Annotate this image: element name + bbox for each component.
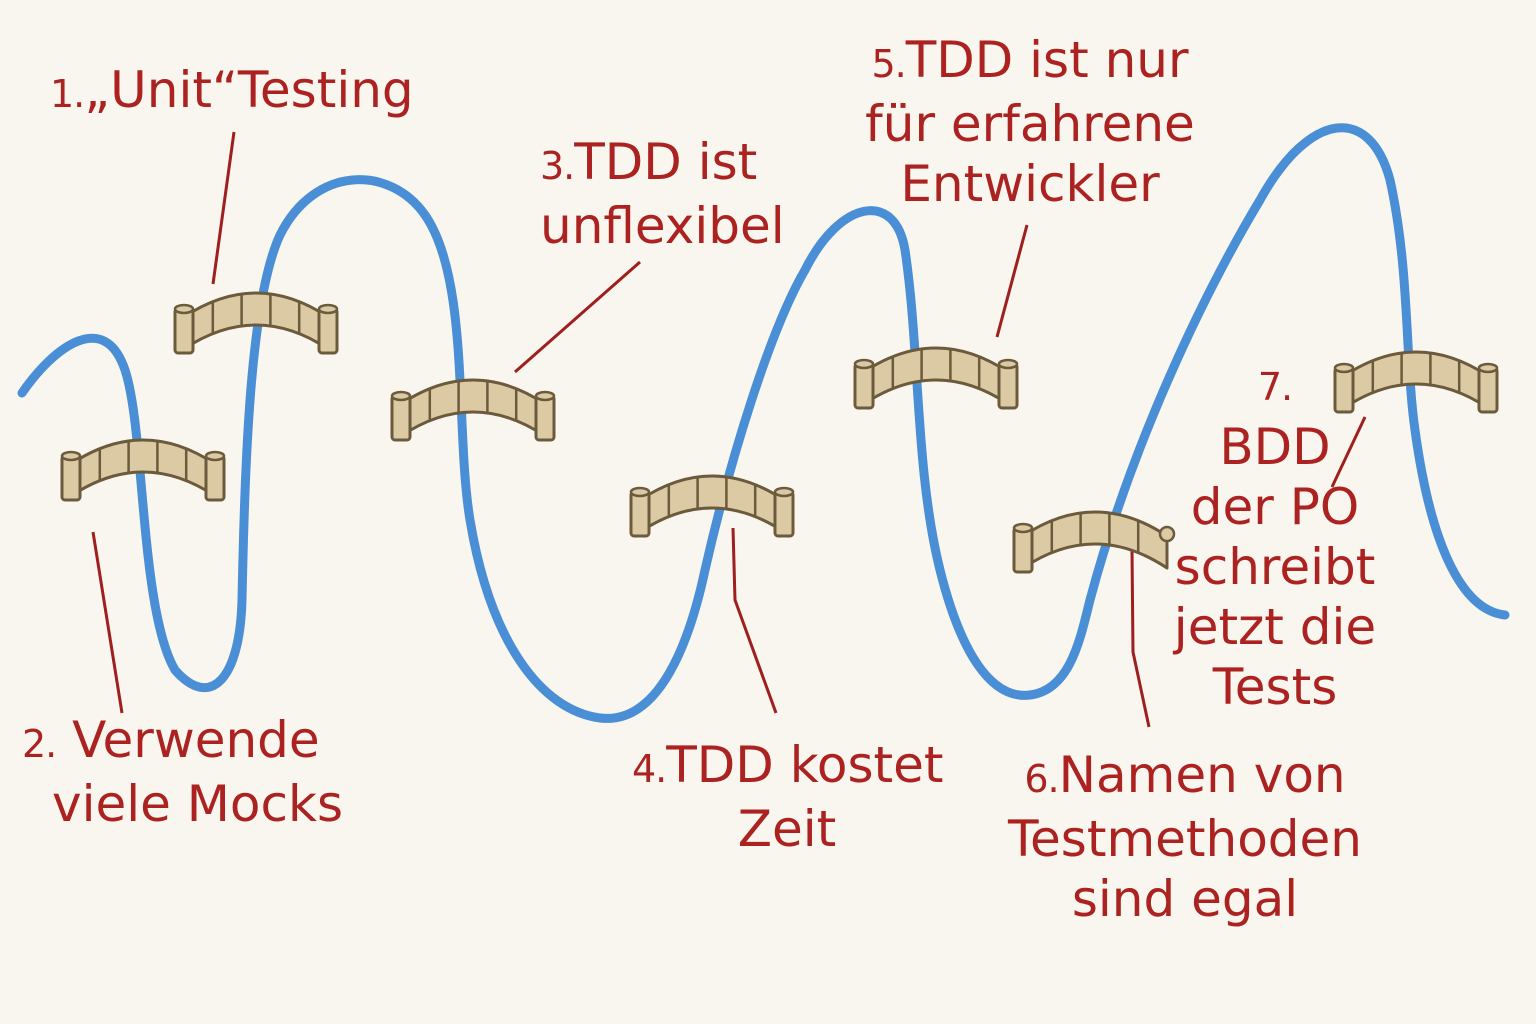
bridge-deck	[862, 346, 1010, 406]
label-6-line-3: sind egal	[1071, 870, 1299, 928]
bridge-1	[173, 291, 339, 355]
label-2-number: 2.	[22, 722, 57, 766]
label-3: 3.TDD ist unflexibel	[540, 132, 785, 256]
bridge-post-cap	[997, 358, 1019, 370]
bridge-post-cap	[60, 450, 82, 462]
label-7-line-3: schreibt	[1174, 538, 1376, 596]
label-7-line-4: jetzt die	[1173, 598, 1377, 656]
label-3-line-1: TDD ist	[574, 133, 758, 191]
bridge-4	[629, 474, 795, 538]
label-4-number: 4.	[632, 747, 667, 791]
label-4-line-2: Zeit	[737, 800, 837, 858]
bridge-2	[60, 438, 226, 502]
leader-line-4	[731, 527, 778, 714]
label-5-line-2: für erfahrene	[865, 95, 1195, 153]
bridge-post-cap	[853, 358, 875, 370]
bridge-post	[534, 394, 556, 442]
bridge-post	[204, 454, 226, 502]
bridge-post-cap	[1333, 362, 1355, 374]
leader-line-5	[995, 224, 1029, 338]
bridge-post	[60, 454, 82, 502]
label-6-line-2: Testmethoden	[1007, 810, 1362, 868]
bridge-post	[853, 362, 875, 410]
leader-line-3	[514, 260, 641, 374]
bridge-post-cap	[204, 450, 226, 462]
label-7-number: 7.	[1257, 365, 1293, 409]
bridge-deck	[399, 378, 547, 438]
label-5-number: 5.	[871, 42, 906, 86]
label-1-number: 1.	[50, 72, 85, 116]
river-curve	[17, 123, 1510, 723]
label-4-line-1: TDD kostet	[666, 736, 944, 794]
label-5-line-3: Entwickler	[900, 155, 1160, 213]
bridge-post-cap	[317, 303, 339, 315]
bridge-post	[1012, 526, 1034, 574]
bridge-post	[773, 490, 795, 538]
bridge-post	[317, 307, 339, 355]
bridge-6	[1012, 510, 1176, 574]
label-7-line-5: Tests	[1212, 658, 1338, 716]
label-2: 2. Verwende viele Mocks	[22, 710, 343, 834]
leader-lines	[91, 131, 1367, 728]
label-5-line-1: TDD ist nur	[905, 31, 1189, 89]
bridge-post	[997, 362, 1019, 410]
bridge-post	[1477, 366, 1499, 414]
label-6: 6.Namen von Testmethoden sind egal	[1000, 745, 1370, 929]
label-2-line-2: viele Mocks	[52, 775, 344, 833]
bridge-post-cap	[1012, 522, 1034, 534]
leader-line-2	[91, 531, 124, 714]
label-3-number: 3.	[540, 144, 575, 188]
label-3-line-2: unflexibel	[540, 197, 785, 255]
bridge-post-cap	[173, 303, 195, 315]
bridge-post	[629, 490, 651, 538]
bridges	[60, 291, 1499, 574]
bridge-post-cap	[1477, 362, 1499, 374]
bridge-3	[390, 378, 556, 442]
label-6-line-1: Namen von	[1058, 746, 1346, 804]
bridge-post-cap	[629, 486, 651, 498]
label-4: 4.TDD kostet Zeit	[632, 735, 944, 859]
label-6-number: 6.	[1024, 757, 1059, 801]
label-1: 1.„Unit“Testing	[50, 60, 414, 124]
label-5: 5.TDD ist nur für erfahrene Entwickler	[860, 30, 1200, 214]
leader-line-7	[1330, 416, 1367, 488]
bridge-deck	[1021, 510, 1169, 570]
bridge-post-cap	[773, 486, 795, 498]
label-1-line-1: „Unit“Testing	[84, 61, 414, 119]
leader-line-1	[211, 131, 236, 285]
label-2-line-1: Verwende	[72, 711, 320, 769]
bridge-post-cap	[390, 390, 412, 402]
bridge-post-cap	[534, 390, 556, 402]
leader-line-6	[1130, 549, 1151, 728]
bridge-post	[173, 307, 195, 355]
label-7-line-2: der PO	[1190, 478, 1360, 536]
label-7: 7. BDD der PO schreibt jetzt die Tests	[1165, 357, 1385, 717]
bridge-7	[1333, 350, 1499, 414]
bridge-post	[390, 394, 412, 442]
bridge-5	[853, 346, 1019, 410]
bridge-broken-end	[1158, 525, 1176, 543]
label-7-line-1: BDD	[1219, 418, 1331, 476]
